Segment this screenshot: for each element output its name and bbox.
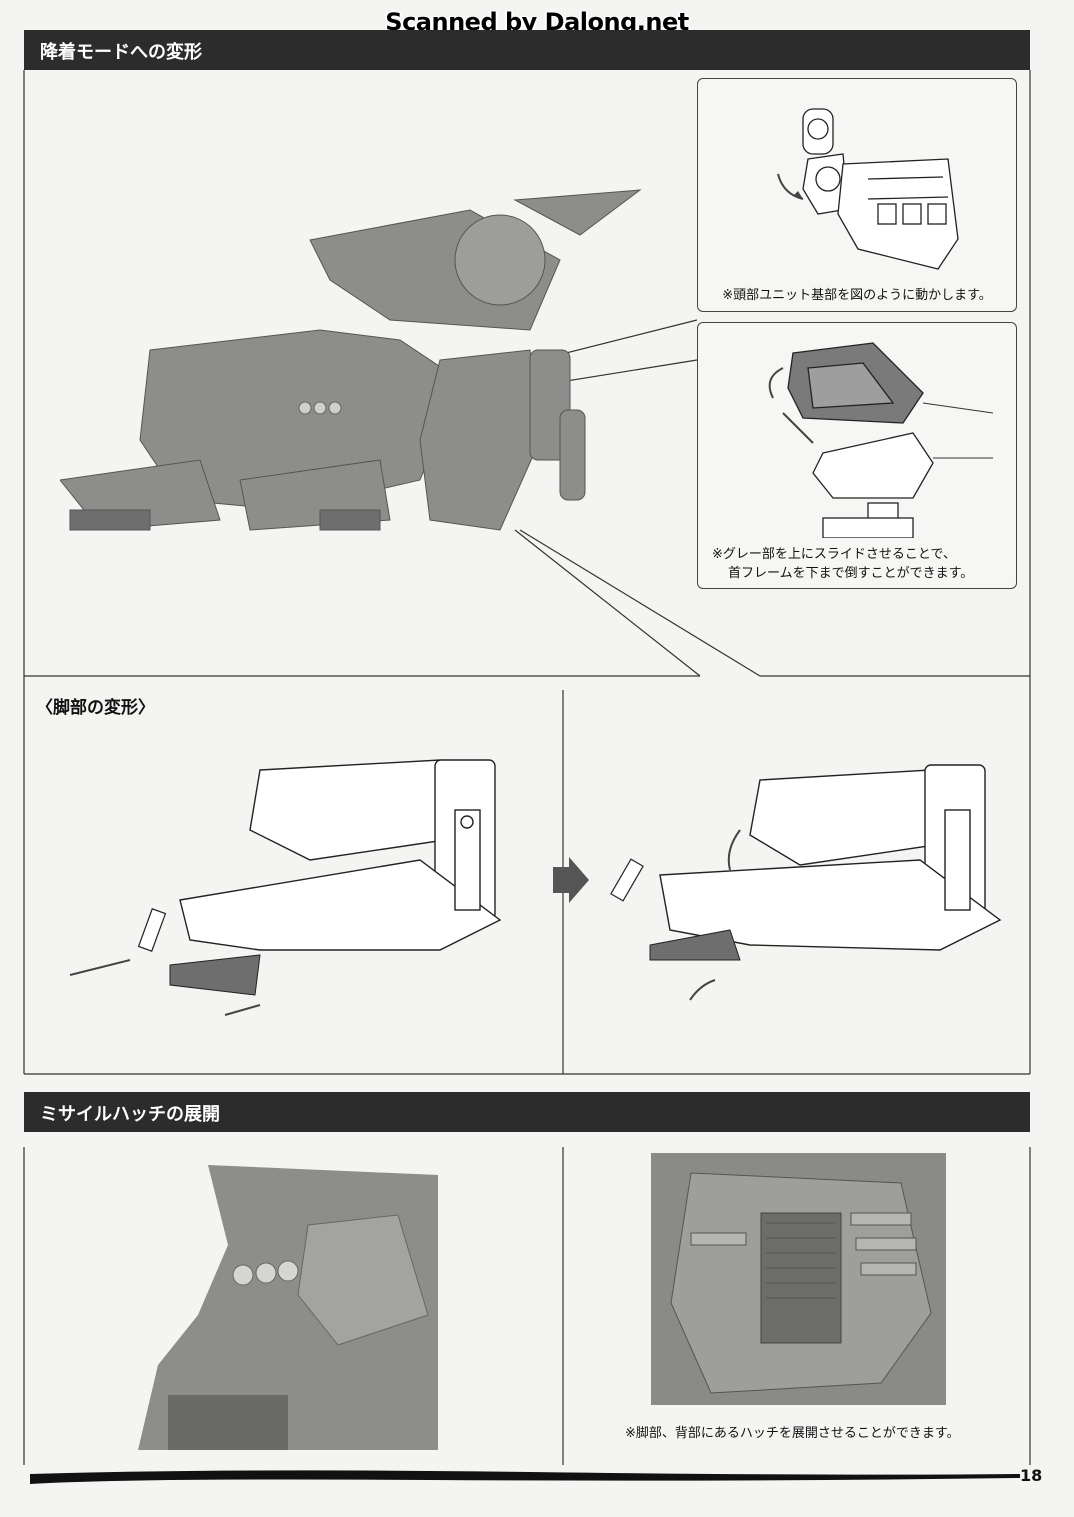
section-title-landing-mode: 降着モードへの変形 [40, 42, 202, 63]
inset-head-unit: ※頭部ユニット基部を図のように動かします。 [697, 78, 1017, 312]
section-bar-landing-mode: 降着モードへの変形 [24, 30, 1030, 70]
head-unit-diagram [777, 108, 959, 270]
section-bar-missile-hatch: ミサイルハッチの展開 [24, 1092, 1030, 1132]
inset-gray-slide: ※グレー部を上にスライドさせることで、 首フレームを下まで倒すことができます。 [697, 322, 1017, 589]
transition-arrow-icon [553, 857, 589, 903]
leg-diagram-after [610, 764, 1002, 1001]
gray-slide-diagram [768, 342, 993, 538]
caption-hatch: ※脚部、背部にあるハッチを展開させることができます。 [625, 1426, 960, 1441]
leg-diagram-before [69, 759, 502, 1016]
robot-main-photo [60, 189, 642, 531]
caption-head-unit: ※頭部ユニット基部を図のように動かします。 [722, 288, 992, 303]
section-title-leg-transform: 〈脚部の変形〉 [36, 698, 155, 718]
section-title-missile-hatch: ミサイルハッチの展開 [40, 1104, 220, 1125]
missile-hatch-photo-left [138, 1165, 438, 1450]
caption-gray-slide-line1: ※グレー部を上にスライドさせることで、 [712, 547, 956, 562]
page-number: 18 [1020, 1466, 1043, 1485]
footer-brush-stroke [30, 1470, 1020, 1484]
caption-gray-slide-line2: 首フレームを下まで倒すことができます。 [728, 566, 974, 581]
missile-hatch-photo-right [651, 1153, 946, 1405]
